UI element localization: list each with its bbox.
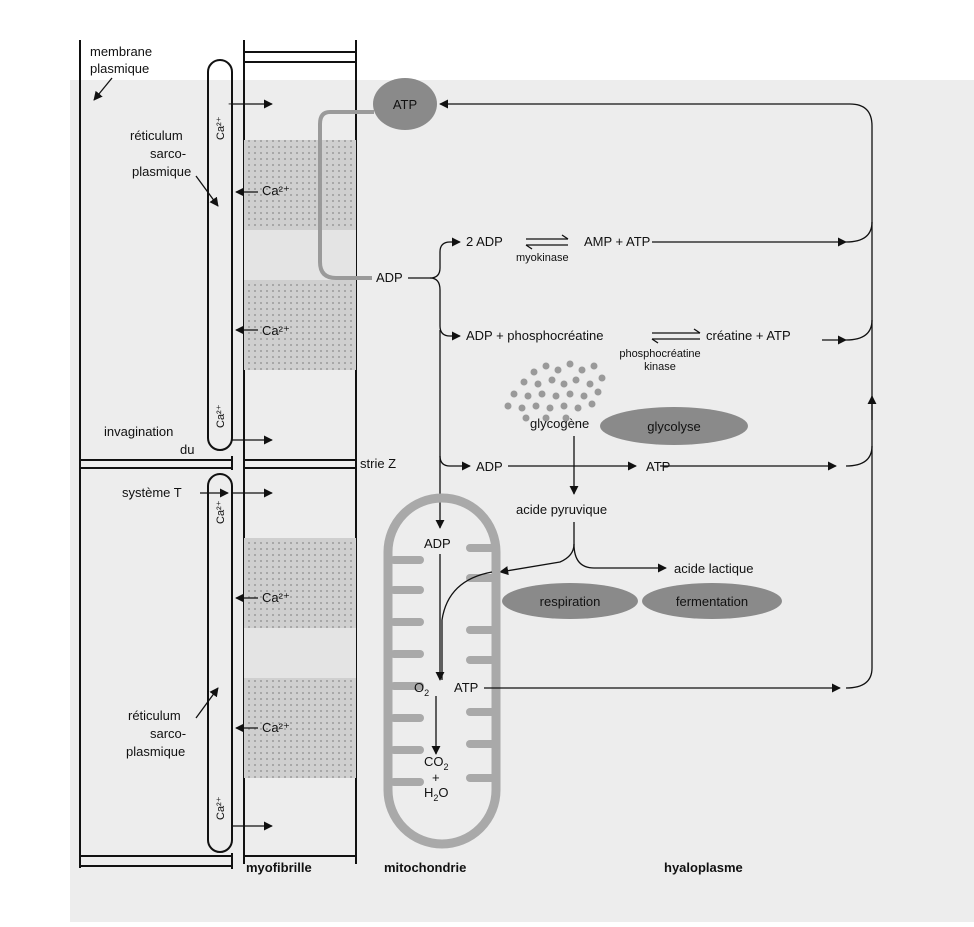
myofibril-band-dark	[244, 538, 356, 628]
label-acide-pyruvique: acide pyruvique	[516, 502, 607, 517]
arrow-adp-phospho	[429, 277, 461, 341]
label-2-adp: 2 ADP	[466, 234, 503, 249]
arrow-adp-myokinase	[408, 237, 461, 279]
label-adp: ADP	[376, 270, 403, 285]
caption-hyaloplasme: hyaloplasme	[664, 860, 743, 875]
label-ca-2: Ca²⁺	[262, 323, 290, 338]
fermentation-ellipse	[642, 583, 782, 619]
caption-mitochondrie: mitochondrie	[384, 860, 466, 875]
label-phospho-kinase-2: kinase	[644, 361, 676, 373]
label-reticulum-1: réticulum	[130, 128, 183, 143]
arrow-pyruvate-into-mito	[441, 571, 493, 680]
label-ca-vertical-1: Ca²⁺	[215, 116, 227, 140]
label-ca-vertical-2: Ca²⁺	[215, 404, 227, 428]
myofibril	[243, 40, 357, 864]
glycolyse-ellipse	[600, 407, 748, 445]
svg-text:+: +	[228, 96, 236, 111]
label-atp-2: ATP	[646, 459, 670, 474]
label-creatine-atp: créatine + ATP	[706, 328, 791, 343]
label-atp-top: ATP	[393, 97, 417, 112]
arrow-pyruvate-lactate	[573, 543, 667, 573]
label-mito-atp: ATP	[454, 680, 478, 695]
label-phospho-kinase-1: phosphocréatine	[619, 348, 700, 360]
atp-ellipse	[373, 78, 437, 130]
label-o2: O2	[414, 680, 429, 698]
label-ca-vertical-3: Ca²⁺	[215, 500, 227, 524]
label-reticulum-2: réticulum	[128, 708, 181, 723]
myofibril-band-dark	[244, 678, 356, 778]
label-glycogene: glycogène	[530, 416, 589, 431]
label-ca-4: Ca²⁺	[262, 720, 290, 735]
caption-myofibrille: myofibrille	[246, 860, 312, 875]
glycogen-granules	[504, 360, 606, 422]
sarcoplasmic-reticulum-tube-upper	[207, 59, 233, 451]
label-myokinase: myokinase	[516, 252, 569, 264]
label-ca-1: Ca²⁺	[262, 183, 290, 198]
label-plus: +	[432, 770, 440, 785]
label-du: du	[180, 442, 194, 457]
label-co2: CO2	[424, 754, 449, 772]
label-systeme-t: système T	[122, 485, 182, 500]
label-fermentation: fermentation	[676, 594, 748, 609]
label-ca-3: Ca²⁺	[262, 590, 290, 605]
myofibril-band-dark	[244, 140, 356, 230]
label-acide-lactique: acide lactique	[674, 561, 754, 576]
mitochondrion	[383, 493, 501, 849]
label-strie-z: strie Z	[360, 456, 396, 471]
top-margin	[70, 40, 974, 80]
label-mito-adp: ADP	[424, 536, 451, 551]
atp-to-adp-path	[318, 110, 374, 280]
faded-background-page	[70, 40, 974, 922]
arrow-membrane	[93, 77, 113, 101]
label-plasmique: plasmique	[90, 61, 149, 76]
atp-return-collector	[439, 99, 873, 689]
label-invagination: invagination	[104, 424, 173, 439]
label-membrane: membrane	[90, 44, 152, 59]
label-adp-2: ADP	[476, 459, 503, 474]
label-respiration: respiration	[540, 594, 601, 609]
respiration-ellipse	[502, 583, 638, 619]
myofibril-band-dark	[244, 280, 356, 370]
plasma-membrane	[79, 40, 233, 869]
label-sarco-2: sarco-	[150, 726, 186, 741]
label-adp-phospho: ADP + phosphocréatine	[466, 328, 603, 343]
label-amp-atp: AMP + ATP	[584, 234, 650, 249]
label-sarco-1: sarco-	[150, 146, 186, 161]
label-h2o: H2O	[424, 785, 449, 803]
label-plasmique-1: plasmique	[132, 164, 191, 179]
label-plasmique-2: plasmique	[126, 744, 185, 759]
arrow-reticulum-2	[195, 687, 219, 719]
label-glycolyse: glycolyse	[647, 419, 700, 434]
arrow-reticulum-1	[195, 175, 219, 207]
sarcoplasmic-reticulum-tube-lower	[207, 473, 233, 853]
label-ca-vertical-4: Ca²⁺	[215, 796, 227, 820]
